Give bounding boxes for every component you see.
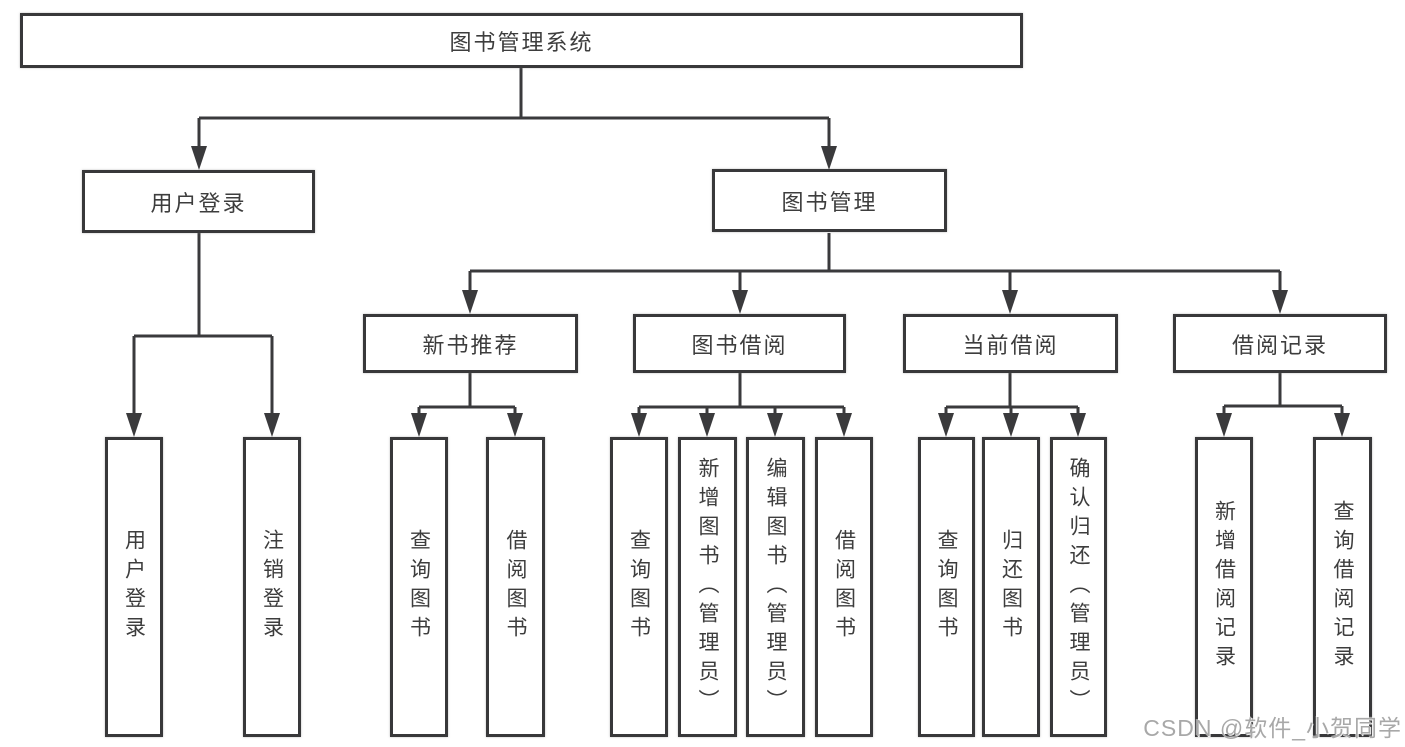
leaf-return-book: 归还图书 — [982, 437, 1040, 737]
node-book-management: 图书管理 — [712, 169, 947, 232]
leaf-borrow-books-recommend: 借阅图书 — [486, 437, 545, 737]
node-book-borrow: 图书借阅 — [633, 314, 846, 373]
node-label: 新增借阅记录 — [1212, 500, 1236, 674]
node-label: 归还图书 — [999, 529, 1023, 645]
leaf-confirm-return-admin: 确认归还（管理员） — [1050, 437, 1107, 737]
node-user-login: 用户登录 — [82, 170, 315, 233]
node-label: 新增图书（管理员） — [696, 456, 719, 718]
node-label: 注销登录 — [260, 529, 284, 645]
connector-borrow-records-to-leaves — [1216, 373, 1350, 437]
leaf-borrow-books: 借阅图书 — [815, 437, 873, 737]
node-label: 图书管理 — [781, 189, 878, 215]
watermark-text: CSDN @软件_小贺同学 — [1143, 715, 1402, 741]
node-label: 图书借阅 — [691, 332, 788, 358]
node-new-book-recommend: 新书推荐 — [363, 314, 578, 373]
node-root-library-system: 图书管理系统 — [20, 13, 1023, 68]
node-borrow-records: 借阅记录 — [1173, 314, 1387, 373]
node-label: 当前借阅 — [962, 332, 1059, 358]
node-label: 查询图书 — [407, 529, 431, 645]
node-label: 用户登录 — [122, 529, 146, 645]
leaf-logout: 注销登录 — [243, 437, 301, 737]
connector-user-login-to-leaves — [126, 233, 280, 437]
leaf-add-borrow-record: 新增借阅记录 — [1195, 437, 1253, 737]
node-label: 查询图书 — [627, 529, 651, 645]
node-label: 新书推荐 — [422, 332, 519, 358]
leaf-query-books-borrow: 查询图书 — [610, 437, 668, 737]
connector-book-borrow-to-leaves — [631, 373, 852, 437]
connector-new-book-recommend-to-leaves — [411, 373, 523, 437]
connector-book-management-to-level3 — [462, 233, 1288, 314]
leaf-edit-book-admin: 编辑图书（管理员） — [746, 437, 805, 737]
leaf-query-books-recommend: 查询图书 — [390, 437, 448, 737]
node-label: 借阅图书 — [504, 529, 527, 645]
connector-root-to-level2 — [191, 68, 837, 170]
node-label: 查询图书 — [935, 529, 958, 645]
node-label: 确认归还（管理员） — [1067, 456, 1090, 718]
node-label: 查询借阅记录 — [1331, 500, 1354, 674]
leaf-user-login: 用户登录 — [105, 437, 163, 737]
leaf-add-book-admin: 新增图书（管理员） — [678, 437, 737, 737]
node-label: 借阅图书 — [832, 529, 856, 645]
node-current-borrow: 当前借阅 — [903, 314, 1118, 373]
node-label: 借阅记录 — [1231, 332, 1328, 358]
leaf-query-borrow-record: 查询借阅记录 — [1313, 437, 1372, 737]
node-label: 编辑图书（管理员） — [764, 456, 787, 718]
node-label: 用户登录 — [150, 190, 247, 216]
connector-current-borrow-to-leaves — [938, 373, 1086, 437]
leaf-query-books-current: 查询图书 — [918, 437, 975, 737]
node-label: 图书管理系统 — [449, 29, 594, 55]
